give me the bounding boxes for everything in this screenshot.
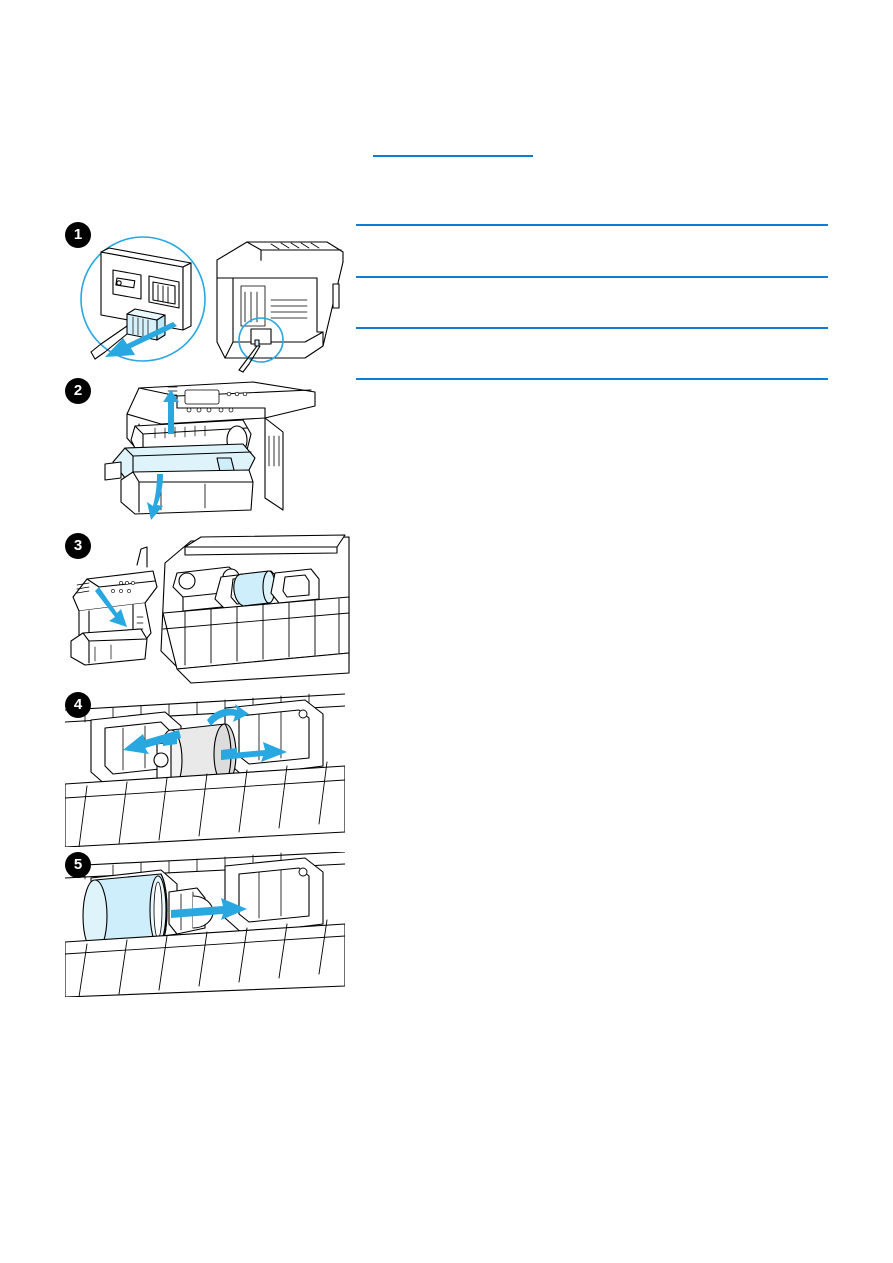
step-number-badge-2: 2	[65, 378, 91, 404]
illustration-roller-slide-out	[65, 852, 345, 997]
illustration-printer-front-door-open	[65, 378, 350, 530]
illustration-roller-release-tabs	[65, 692, 345, 847]
illustration-printer-rear-unplug-power-cord	[65, 222, 350, 382]
heading-underline	[373, 155, 533, 157]
illustration-pickup-roller-location	[65, 533, 350, 685]
step-number-badge-3: 3	[65, 533, 91, 559]
step-number-badge-5: 5	[65, 852, 91, 878]
body-rule-1	[356, 224, 828, 226]
body-rule-4	[356, 378, 828, 380]
body-rule-3	[356, 327, 828, 329]
step-number-badge-4: 4	[65, 692, 91, 718]
step-number-badge-1: 1	[65, 222, 91, 248]
body-rule-2	[356, 276, 828, 278]
